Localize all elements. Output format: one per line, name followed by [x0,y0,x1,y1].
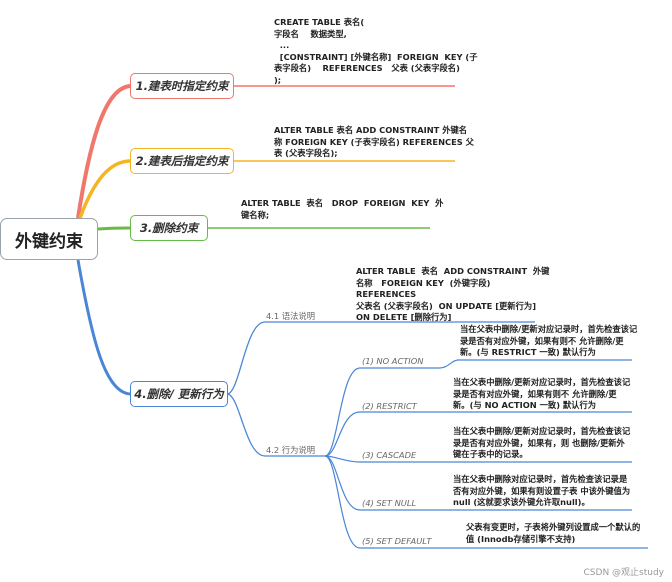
item-1-link [324,359,632,457]
note-drop-constraint: ALTER TABLE 表名 DROP FOREIGN KEY 外 键名称; [241,198,444,220]
item-2-link [324,411,632,457]
note-alter-table: ALTER TABLE 表名 ADD CONSTRAINT 外键名 称 FORE… [274,125,474,158]
root-topic[interactable]: 外键约束 [0,218,98,260]
branch-4-1-link [226,321,535,395]
subtopic-syntax[interactable]: 4.1 语法说明 [266,311,316,321]
branch-4-link [76,259,131,396]
item-set-default[interactable]: (5) SET DEFAULT [362,536,432,546]
topic-drop-constraint[interactable]: 3.删除约束 [130,215,208,241]
note-restrict: 当在父表中删除/更新对应记录时，首先检查该记 录是否有对应外键，如果有则不 允许… [453,377,631,410]
branch-2-link [78,159,131,219]
note-cascade: 当在父表中删除/更新对应记录时，首先检查该记 录是否有对应外键，如果有，则 也删… [453,426,631,459]
note-create-table: CREATE TABLE 表名( 字段名 数据类型, ... [CONSTRAI… [274,17,478,85]
branch-1-link [76,84,131,219]
note-set-null: 当在父表中删除对应记录时，首先检查该记录是 否有对应外键，如果有则设置子表 中该… [453,474,631,507]
note-set-default: 父表有变更时，子表将外键列设置成一个默认的 值 (Innodb存储引擎不支持) [466,522,641,544]
item-3-link [324,455,632,463]
watermark: CSDN @观止study [583,568,664,578]
topic-create-table[interactable]: 1.建表时指定约束 [130,73,234,99]
item-5-link [324,455,648,549]
item-restrict[interactable]: (2) RESTRICT [362,401,417,411]
note-no-action: 当在父表中删除/更新对应记录时，首先检查该记 录是否有对应外键，如果有则不 允许… [460,324,638,357]
subtopic-behavior[interactable]: 4.2 行为说明 [266,445,316,455]
topic-delete-update-behavior[interactable]: 4.删除/ 更新行为 [130,381,228,407]
topic-alter-table[interactable]: 2.建表后指定约束 [130,148,234,174]
item-set-null[interactable]: (4) SET NULL [362,498,417,508]
branch-4-2-link [226,393,325,457]
item-no-action[interactable]: (1) NO ACTION [362,356,424,366]
branch-3-link [97,226,131,231]
note-syntax: ALTER TABLE 表名 ADD CONSTRAINT 外键 名称 FORE… [356,266,550,322]
item-cascade[interactable]: (3) CASCADE [362,450,417,460]
item-4-link [324,455,632,511]
